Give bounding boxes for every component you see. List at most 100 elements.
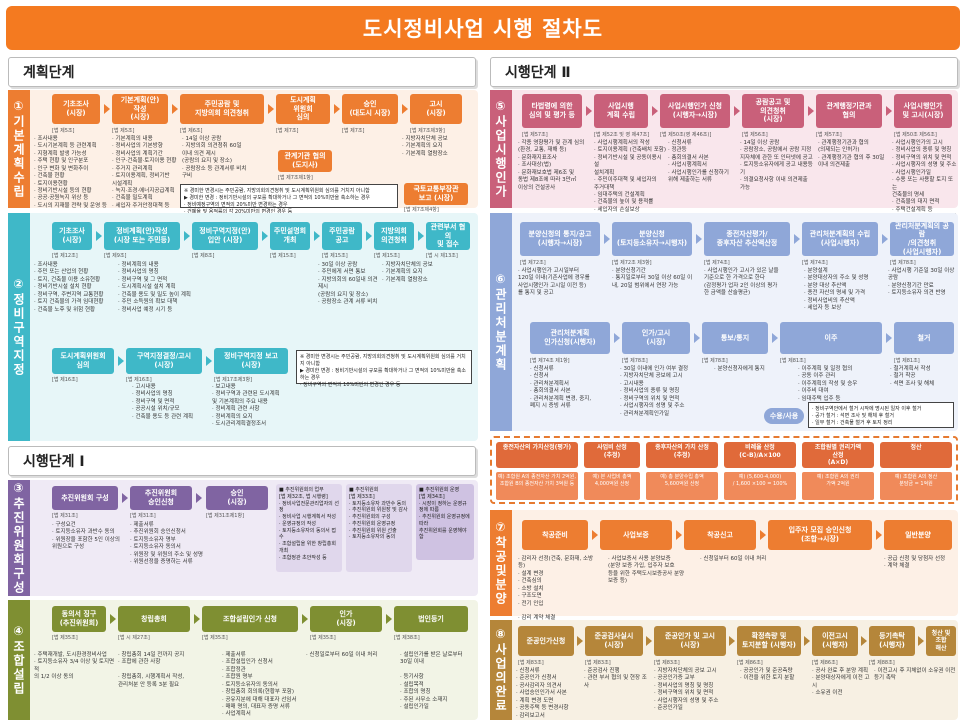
fin-example-f: 예) 조합원 A의 정산 분담금 = 1억원	[880, 472, 952, 500]
p1-basis: [법 제7조제1항]	[278, 175, 313, 181]
p6-step-apply: 분양신청 (토지등소유자→시행자)	[612, 222, 692, 256]
p5-note-hearing: · 14일 이상 공람 · 공람장소, 공람에서 공람 지정 지자체에 관한 또…	[740, 140, 813, 191]
p5-step-consult: 관계행정기관과 협의	[816, 94, 882, 128]
p4-basis: [법 시 제27조]	[118, 635, 150, 641]
p4-note-founding: · 창립총회 14일 전까지 공지 · 조합에 관한 사항 · 창립총회, 시행…	[118, 652, 185, 688]
p5-note-review: · 각종 영향평가 및 관계 심의 (환경, 교통, 재해 등) · 문화재지표…	[518, 140, 585, 191]
arrow	[206, 356, 212, 366]
p3-basis: [법 제31조제1항]	[206, 513, 245, 519]
arrow	[196, 493, 202, 503]
p6-note-review: · 사업시행 기준일 30일 이상 공람 · 분양신청기간 만료 · 토지등소유…	[888, 268, 955, 297]
p6-step-auth: 인가/고시 (시장)	[622, 322, 690, 354]
p7-step-sale: 일반분양	[884, 520, 952, 550]
p6-note-auth-request: · 신청서류 · 신청서 · 관리처분계획서 · 총회의결서 사본 · 관리처분…	[530, 366, 592, 410]
section-header-exec1: 시행단계 Ⅰ	[8, 446, 476, 476]
fin-example-e: 예) 조합원 A의 권리 가액 2억원	[802, 472, 874, 500]
p6-note-valuation: · 사업시행인가 고시가 있은 날을 기준으로 한 가격으로 한다 (감정평가 …	[704, 268, 779, 297]
p2-step-urban-committee: 도시계획위원회 심의	[52, 348, 114, 374]
arrow	[172, 104, 178, 114]
arrow	[694, 333, 700, 343]
arrow	[646, 636, 652, 646]
arrow	[96, 231, 102, 241]
p1-basis: [법 제7조제4항]	[404, 207, 439, 213]
p1-basis: [법 제5조]	[52, 128, 75, 134]
p4-basis: [법 제35조]	[202, 635, 228, 641]
p6-note-plan: · 분양설계 · 분양대상자의 주소 및 성명 · 분양 대상 추산액 · 종전…	[804, 268, 869, 312]
p2-step-council: 지방의회 의견청취	[374, 222, 414, 250]
p8-note-apply: · 신청서류 · 준공인가 신청서 · 공사감리자 의견서 · 사업승인인가서 …	[516, 668, 569, 719]
p1-step-approval: 승인 (대도시 시장)	[342, 94, 398, 124]
p1-note-draft: · 기본계획의 내용 · 정비사업의 기본방향 · 정비사업의 계획기간 · 인…	[112, 136, 177, 209]
p3-sub-duties: ■ 추진위원회의 업무 [법 제32조, 법 시행령] · 정비사업전문관리업자…	[276, 484, 342, 572]
p6-basis: [법 제81조]	[894, 358, 920, 364]
p7-note-guarantee: · 사업보증서 사용 분양보증 (분양 보증 가입, 입주자 보호 등을 위한 …	[608, 556, 685, 585]
phase-7-label: ⑦착공및분양	[490, 510, 512, 616]
arrow	[876, 530, 882, 540]
arrow	[184, 231, 190, 241]
p4-basis: [법 제38조]	[394, 635, 420, 641]
p6-basis: [법 제78조]	[622, 358, 648, 364]
p2-note-notice: · 30일 이상 공람 · 주민에게 서면 통보 · 지방의회의 60일내 의견…	[318, 262, 378, 306]
p8-step-survey: 확정측량 및 토지분할 (시행자)	[737, 626, 801, 656]
p2-basis: [법 제17조제3항]	[214, 377, 253, 383]
arrow	[772, 333, 778, 343]
p6-step-notification: 통보/통지	[702, 322, 768, 354]
p6-step-relocation: 이주	[780, 322, 882, 354]
section-header-plan: 계획단계	[8, 57, 476, 87]
arrow	[882, 234, 888, 244]
p8-basis: [법 제86조]	[812, 660, 838, 666]
p6-basis: [법 제78조]	[702, 358, 728, 364]
p3-step-approval: 승인 (시장)	[206, 486, 268, 510]
p3-step-form: 추진위원회 구성	[52, 486, 118, 510]
arrow	[696, 234, 702, 244]
fin-step-post-asset: 종후자산의 가치 산정 (추정)	[646, 442, 718, 468]
p1-basis: [법 제7조]	[342, 128, 365, 134]
arrow	[402, 104, 408, 114]
p3-basis: [법 제31조]	[52, 513, 78, 519]
fin-example-d: 예) (5,600-4,000) / 1,600 ×100 = 100%	[724, 472, 796, 500]
p4-note-consent: · 주택재개발, 도시환경정비사업 · 토지등소유자 3/4 이상 및 토지면적…	[34, 652, 115, 681]
p4-step-approval: 인가 (시장)	[310, 606, 382, 632]
p7-note-prep: · 감리자 선정(건축, 문화재, 소방 등) · 설계 변경 · 건축심의 ·…	[518, 556, 594, 622]
p5-step-plan: 사업시행 계획 수립	[594, 94, 648, 128]
p4-basis: [법 제35조]	[52, 635, 78, 641]
p8-step-inspect: 준공검사실시 (시장)	[585, 626, 643, 656]
p5-step-hearing: 공람공고 및 의견청취 (시장)	[742, 94, 804, 128]
phase-3-label: ③추진위원회구성	[8, 480, 30, 596]
p8-basis: [법 제83조]	[654, 660, 680, 666]
p3-sub-operation: ■ 추진위원회 운영 [법 제34조] · 시장이 정하는 운영규정에 따름 ·…	[416, 484, 474, 560]
p1-step-hearing: 주민공람 및 지방의회 의견청취	[180, 94, 264, 124]
p1-step-committee: 도시계획 위원회 심의	[276, 94, 330, 124]
p1-note-survey: · 조사내용 · 도시기본계획 등 관련계획 · 지형계획 발생 가능성 · 주…	[34, 136, 107, 209]
p8-note-survey: · 공공인가 및 준공측량 · 이전을 위한 토지 분할	[740, 668, 795, 682]
p8-step-transfer: 이전고시 (시행자)	[812, 626, 858, 656]
p4-step-founding: 창립총회	[118, 606, 190, 632]
p2-basis: [법 제9조]	[104, 253, 127, 259]
p8-note-inspect: · 준공검사 진행 · 관련 부서 협의 및 현장 조사	[584, 668, 647, 689]
arrow	[268, 104, 274, 114]
p5-step-review: 타법령에 의한 심의 및 평가 등	[522, 94, 582, 128]
p4-step-register: 법인등기	[394, 606, 468, 632]
p4-step-consent: 동의서 징구 (추진위원회)	[52, 606, 106, 632]
p2-step-report: 정비구역지정 보고 (시장)	[214, 348, 288, 374]
p3-step-request: 추진위원회 승인신청	[130, 486, 192, 510]
p6-basis: [법 제72조 제3항]	[612, 260, 652, 266]
arrow	[604, 234, 610, 244]
p2-note-decision: · 고시내용 · 정비사업의 명칭 · 정비구역 및 면적 · 공공시설 위치/…	[132, 384, 194, 420]
p6-note-demolition: · 철거계획서 작성 · 철거 착공 · 석면 조사 및 해체	[890, 366, 935, 387]
p8-basis: [법 제83조]	[585, 660, 611, 666]
p7-step-guarantee: 사업보증	[600, 520, 672, 550]
section-header-exec2: 시행단계 Ⅱ	[490, 57, 958, 87]
p7-step-prep: 착공준비	[522, 520, 588, 550]
p5-note-apply: · 신청서류 · 정관등 · 총회의결서 사본 · 사업시행계획서 · 사업시행…	[668, 140, 729, 184]
p2-note-council: · 지방자치단체의 공보 · 기본계획의 요지 · 기본계획 열람장소	[382, 262, 433, 283]
p2-step-plan-draft: 정비계획(안)작성 (시장 또는 주민등)	[104, 222, 180, 250]
p1-basis: [법 제7조제3항]	[410, 128, 445, 134]
fin-example-b: 예) 본 사업비 총액 4,000억원 산정	[584, 472, 640, 500]
p8-note-transfer: · 공사 완료 후 분양 계획 · 분양대상자에게 이전 고시 · 소유권 이전	[812, 668, 870, 697]
p2-step-dept-consult: 관련부서 협의 및 접수	[426, 222, 470, 250]
arrow	[652, 106, 658, 116]
p2-basis: [법 제15조]	[374, 253, 400, 259]
p7-step-report: 착공신고	[684, 520, 756, 550]
arrow	[886, 333, 892, 343]
